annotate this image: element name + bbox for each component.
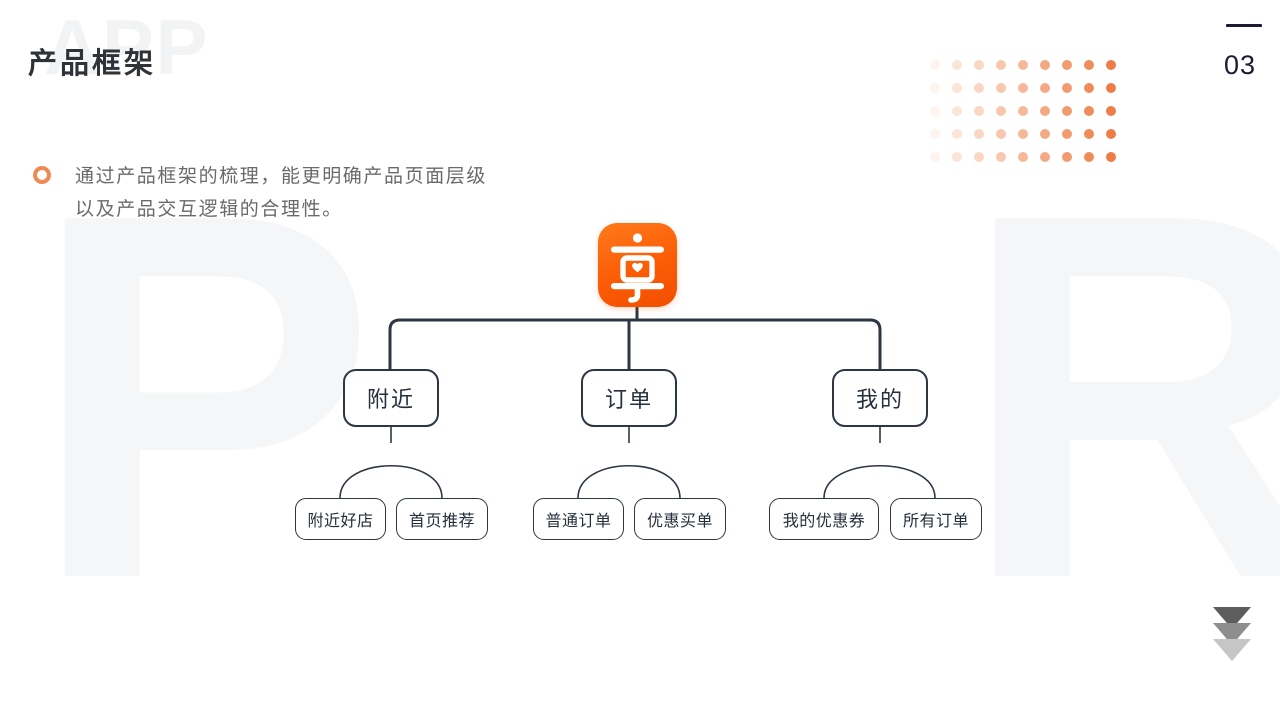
dot-grid-dot — [974, 152, 984, 162]
tree-node-label: 附近 — [366, 387, 415, 412]
tree-node-nearby[interactable]: 附近 — [343, 369, 439, 427]
tree-node-label: 我的优惠券 — [782, 513, 866, 530]
dot-grid-dot — [952, 152, 962, 162]
dot-grid-dot — [952, 106, 962, 116]
dot-grid-dot — [996, 152, 1006, 162]
dot-grid-dot — [1106, 106, 1116, 116]
lead-paragraph: 通过产品框架的梳理，能更明确产品页面层级 以及产品交互逻辑的合理性。 — [33, 160, 487, 227]
watermark-letter-r: R — [960, 106, 1280, 687]
tree-node-label: 附近好店 — [307, 513, 374, 530]
dot-grid-dot — [974, 129, 984, 139]
dot-grid-dot — [930, 83, 940, 93]
tree-node-label: 订单 — [604, 387, 653, 412]
dot-grid-dot — [1106, 129, 1116, 139]
tree-node-label: 优惠买单 — [646, 513, 713, 530]
dot-grid-dot — [1040, 83, 1050, 93]
tree-node-mine[interactable]: 我的 — [832, 369, 928, 427]
dot-grid-dot — [952, 83, 962, 93]
dot-grid-dot — [1018, 152, 1028, 162]
xiang-glyph-icon — [611, 233, 664, 303]
dot-grid-dot — [1018, 106, 1028, 116]
dot-grid-dot — [974, 106, 984, 116]
dot-grid-dot — [1062, 60, 1072, 70]
dot-grid-dot — [1018, 129, 1028, 139]
dot-grid-dot — [1084, 152, 1094, 162]
dot-grid-row — [930, 83, 1128, 106]
dot-grid-dot — [1106, 152, 1116, 162]
tree-leaf-home-recommend[interactable]: 首页推荐 — [396, 498, 488, 540]
dot-grid-dot — [1040, 106, 1050, 116]
dot-grid-decoration — [930, 60, 1128, 175]
dot-grid-dot — [1062, 129, 1072, 139]
dot-grid-dot — [996, 83, 1006, 93]
dot-grid-dot — [1084, 129, 1094, 139]
lead-paragraph-text: 通过产品框架的梳理，能更明确产品页面层级 以及产品交互逻辑的合理性。 — [75, 166, 488, 221]
tree-node-label: 普通订单 — [545, 513, 612, 530]
watermark-app-word: APP — [44, 3, 210, 91]
dot-grid-row — [930, 60, 1128, 83]
background-watermark-band: P R — [0, 137, 1280, 657]
dot-grid-dot — [930, 152, 940, 162]
tree-leaf-normal-order[interactable]: 普通订单 — [533, 498, 624, 540]
dot-grid-row — [930, 106, 1128, 129]
dot-grid-dot — [996, 129, 1006, 139]
dot-grid-dot — [952, 129, 962, 139]
dot-grid-dot — [1084, 60, 1094, 70]
dot-grid-dot — [1018, 60, 1028, 70]
dot-grid-dot — [1084, 83, 1094, 93]
page-number-dash — [1226, 24, 1262, 27]
dot-grid-dot — [974, 60, 984, 70]
dot-grid-dot — [996, 60, 1006, 70]
dot-grid-dot — [1040, 152, 1050, 162]
dot-grid-dot — [1084, 106, 1094, 116]
tree-node-label: 所有订单 — [902, 513, 969, 530]
dot-grid-dot — [1040, 60, 1050, 70]
dot-grid-dot — [930, 129, 940, 139]
dot-grid-dot — [974, 83, 984, 93]
arrow-down-icon — [1213, 639, 1251, 661]
dot-grid-dot — [930, 106, 940, 116]
dot-grid-dot — [1040, 129, 1050, 139]
dot-grid-dot — [952, 60, 962, 70]
dot-grid-dot — [1062, 106, 1072, 116]
page-title: 产品框架 — [28, 48, 157, 80]
tree-leaf-all-orders[interactable]: 所有订单 — [890, 498, 982, 540]
dot-grid-row — [930, 129, 1128, 152]
dot-grid-dot — [1106, 60, 1116, 70]
watermark-letter-p: P — [30, 106, 377, 687]
dot-grid-dot — [1018, 83, 1028, 93]
tree-node-label: 我的 — [855, 387, 904, 412]
dot-grid-dot — [996, 106, 1006, 116]
ring-bullet-icon — [33, 166, 51, 184]
dot-grid-dot — [1062, 83, 1072, 93]
dot-grid-dot — [1106, 83, 1116, 93]
app-logo-node[interactable] — [598, 223, 677, 307]
dot-grid-dot — [930, 60, 940, 70]
page-number: 03 — [1224, 50, 1257, 80]
scroll-down-arrows[interactable] — [1212, 607, 1252, 661]
dot-grid-dot — [1062, 152, 1072, 162]
tree-node-orders[interactable]: 订单 — [581, 369, 677, 427]
tree-leaf-my-coupons[interactable]: 我的优惠券 — [769, 498, 879, 540]
dot-grid-row — [930, 152, 1128, 175]
tree-leaf-discount-pay[interactable]: 优惠买单 — [634, 498, 726, 540]
tree-node-label: 首页推荐 — [408, 513, 475, 530]
tree-leaf-nearby-shops[interactable]: 附近好店 — [295, 498, 386, 540]
